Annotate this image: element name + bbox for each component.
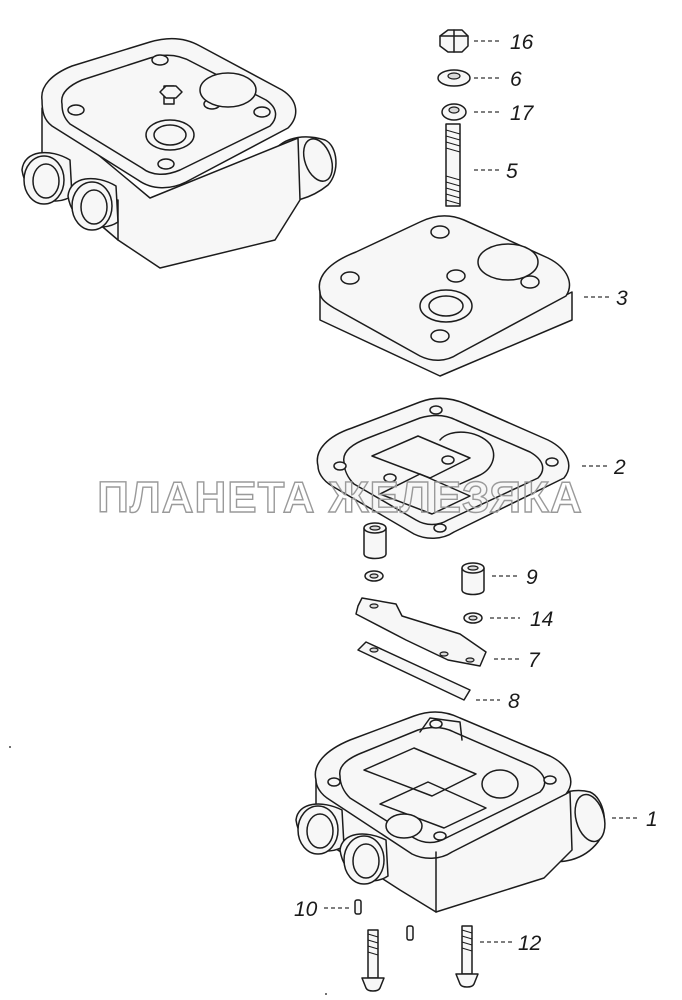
callouts: 16 6 17 5 3 2 9 14 7 8 1 10 12 [294,31,658,955]
part-9-bushing [461,562,485,596]
part-10-dowel-pin [354,899,362,915]
callout-2: 2 [613,456,626,479]
speck [325,993,327,995]
part-16-nut [439,29,469,53]
part-12-screw-left [361,929,385,992]
part-3-cover-plate [318,215,573,377]
callout-10: 10 [294,898,318,921]
leader-lines [324,40,640,943]
callout-6: 6 [510,68,522,91]
part-8-reed-plate [357,641,471,701]
speck [9,746,11,748]
callout-9: 9 [526,566,538,589]
callout-1: 1 [646,808,658,831]
dowel-pin-second [406,925,414,941]
callout-8: 8 [508,690,520,713]
callout-14: 14 [530,608,553,631]
part-2-gasket [316,397,570,539]
part-17-spring-washer [441,103,467,121]
small-washer-left [364,570,384,582]
part-1-cylinder-head-body [295,711,606,913]
callout-7: 7 [528,649,541,672]
callout-5: 5 [506,160,518,183]
part-9-bushing-left [363,522,387,560]
part-6-washer [437,69,471,87]
callout-17: 17 [510,102,535,125]
watermark-text: ПЛАНЕТА ЖЕЛЕЗЯКА [97,473,583,522]
part-7-valve-plate [355,597,487,667]
callout-16: 16 [510,31,534,54]
part-14-washer [463,612,483,624]
callout-3: 3 [616,287,628,310]
part-12-screw-right [455,925,479,988]
assembled-cylinder-head [21,37,337,269]
callout-12: 12 [518,932,542,955]
part-5-stud [445,123,461,207]
